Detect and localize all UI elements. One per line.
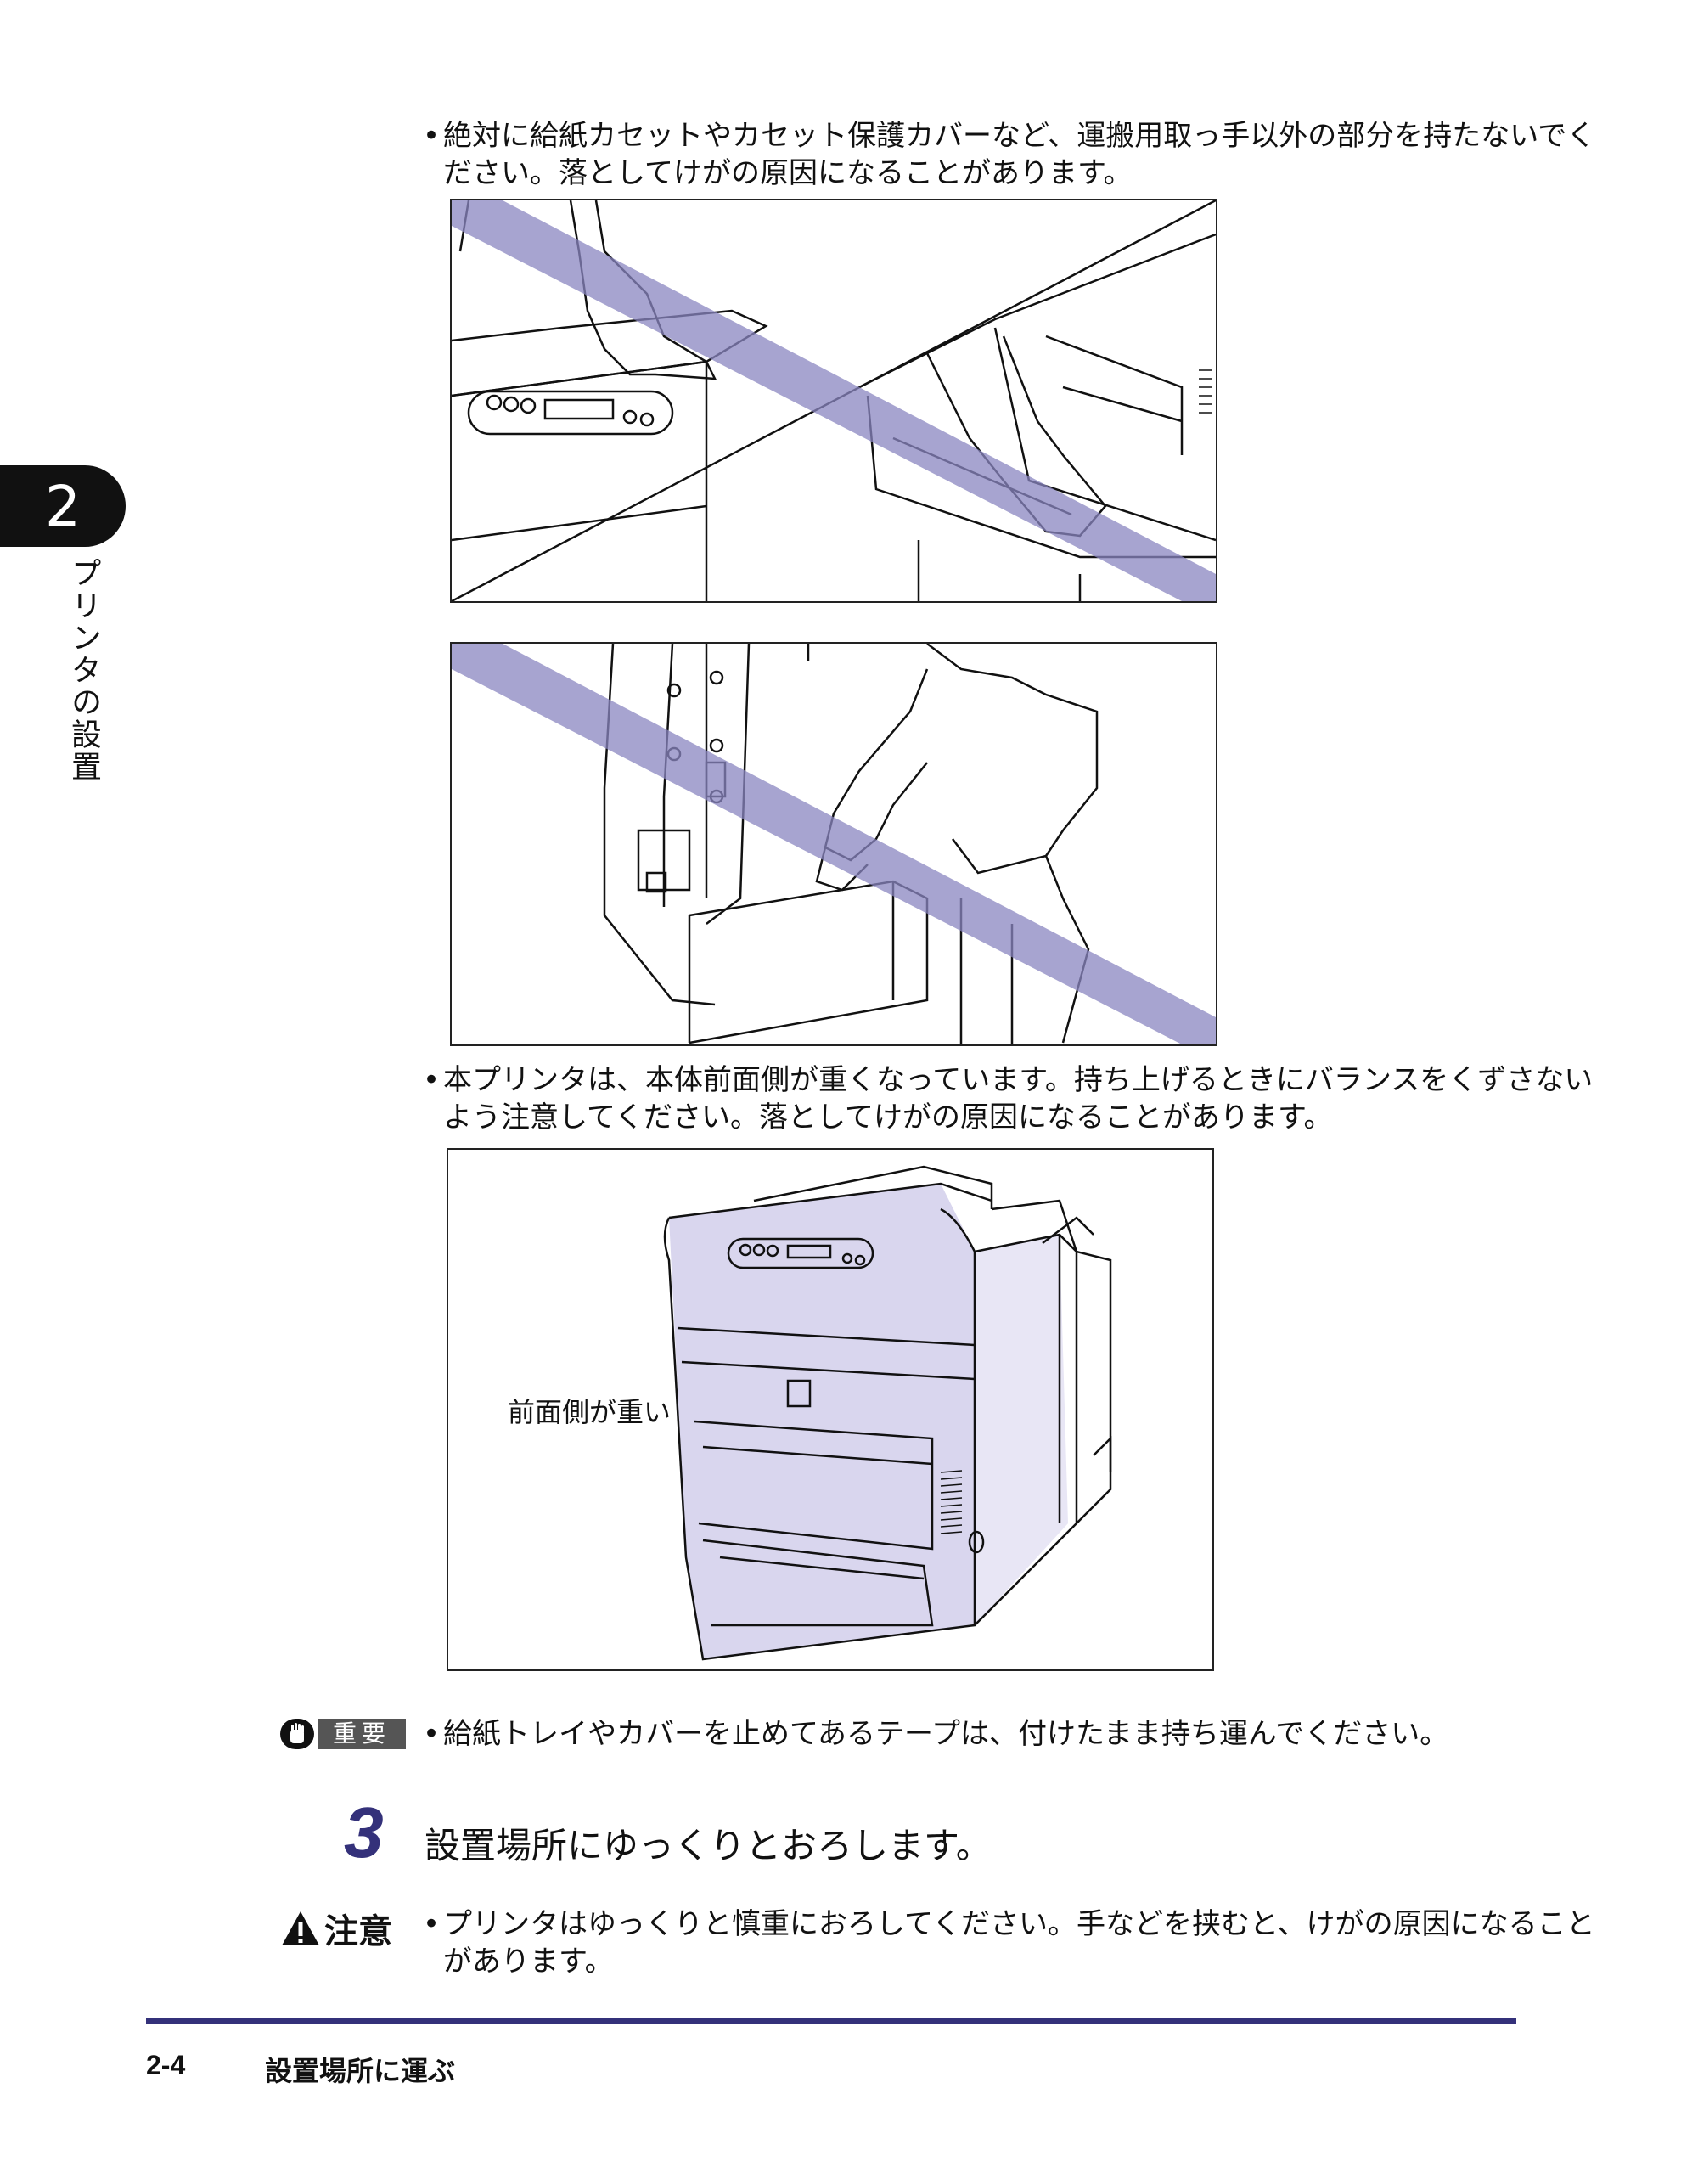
caution-note: •プリンタはゆっくりと慎重におろしてください。手などを挟むと、けがの原因になるこ… <box>423 1907 1595 1979</box>
page-number: 2-4 <box>146 2050 186 2080</box>
footer-rule <box>146 2018 1516 2024</box>
important-text: 給紙トレイやカバーを止めてあるテープは、付けたまま持ち運んでください。 <box>443 1717 1449 1751</box>
footer-section-title: 設置場所に運ぶ <box>265 2055 456 2087</box>
important-note: •給紙トレイやカバーを止めてあるテープは、付けたまま持ち運んでください。 <box>423 1717 1449 1751</box>
bullet-1: •絶対に給紙カセットやカセット保護カバーなど、運搬用取っ手以外の部分を持たないで… <box>423 119 1596 190</box>
bullet-2-line-1: 本プリンタは、本体前面側が重くなっています。持ち上げるときにバランスをくずさない <box>443 1063 1594 1097</box>
illustration-printer-grip-cassette <box>452 200 1216 601</box>
figure-wrong-grip-2 <box>450 642 1217 1046</box>
hand-stop-icon <box>280 1719 314 1749</box>
caution-line-2: があります。 <box>443 1945 614 1979</box>
caution-line-1: プリンタはゆっくりと慎重におろしてください。手などを挟むと、けがの原因になること <box>443 1907 1595 1941</box>
chapter-title: プリンタの設置 <box>66 557 101 783</box>
step-title: 設置場所にゆっくりとおろします。 <box>424 1825 992 1866</box>
bullet-2: •本プリンタは、本体前面側が重くなっています。持ち上げるときにバランスをくずさな… <box>423 1063 1594 1134</box>
figure-wrong-grip-1 <box>450 199 1217 603</box>
prohibit-band <box>452 644 1216 1044</box>
chapter-tab: 2 <box>0 465 126 547</box>
warning-triangle-icon <box>282 1911 319 1945</box>
important-label: 重要 <box>318 1719 407 1749</box>
illustration-printer-grip-cover <box>452 644 1216 1044</box>
front-heavy-label: 前面側が重い <box>508 1396 672 1428</box>
caution-label: 注意 <box>324 1912 392 1951</box>
chapter-number: 2 <box>45 473 81 539</box>
step-number: 3 <box>344 1793 384 1872</box>
caution-badge: 注意 <box>280 1904 392 1953</box>
bullet-1-line-2: ださい。落としてけがの原因になることがあります。 <box>443 156 1133 190</box>
bullet-2-line-2: よう注意してください。落としてけがの原因になることがあります。 <box>443 1100 1333 1134</box>
important-badge: 重要 <box>280 1719 407 1749</box>
prohibit-band <box>452 200 1216 601</box>
figure-front-heavy: 前面側が重い <box>447 1148 1214 1671</box>
bullet-1-line-1: 絶対に給紙カセットやカセット保護カバーなど、運搬用取っ手以外の部分を持たないでく <box>443 119 1596 153</box>
illustration-printer-front-heavy <box>663 1165 1112 1661</box>
